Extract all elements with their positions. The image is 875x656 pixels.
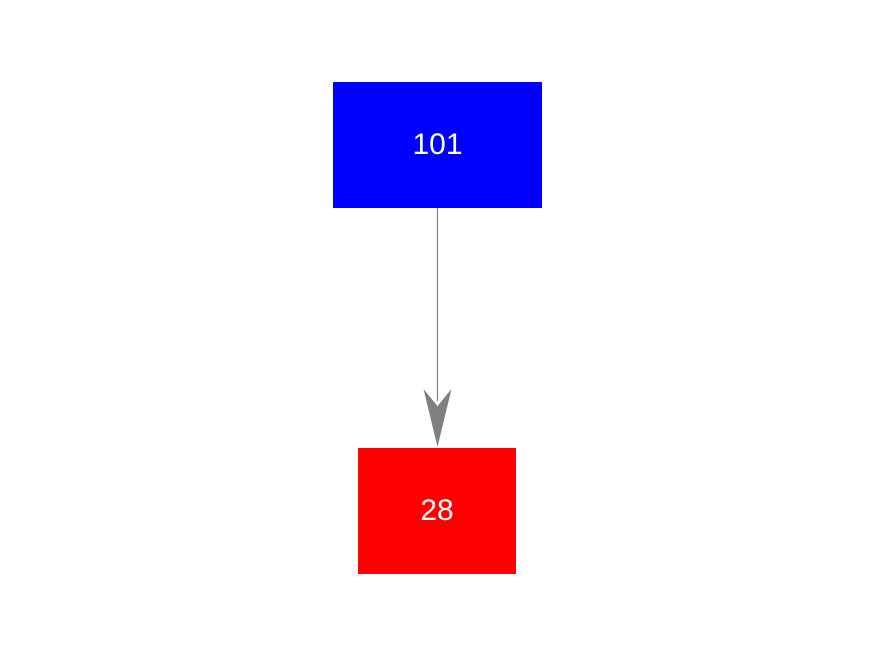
node-101-label: 101 <box>412 128 463 161</box>
node-28[interactable]: 28 <box>358 448 516 574</box>
arrowhead-down-icon <box>423 389 452 447</box>
node-28-label: 28 <box>420 494 454 527</box>
node-101[interactable]: 101 <box>333 82 542 208</box>
